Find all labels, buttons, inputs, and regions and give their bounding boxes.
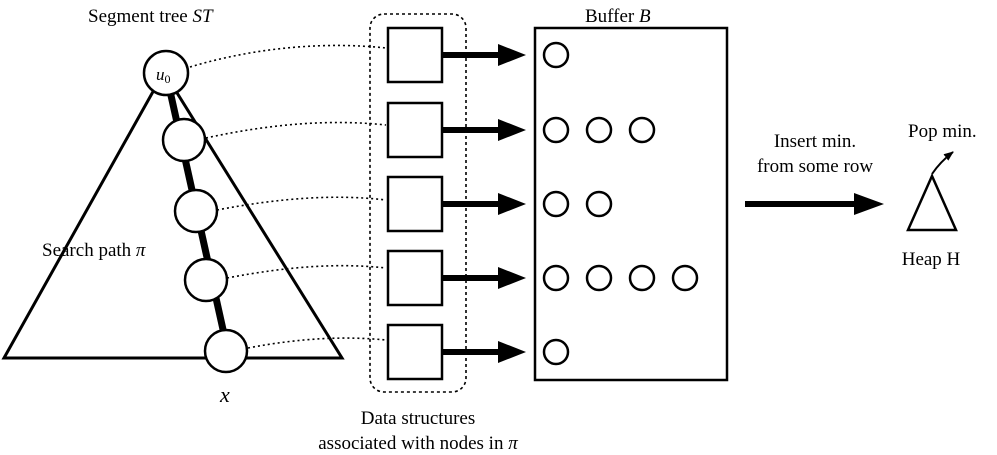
data-structure-box [386,26,444,84]
box-to-buffer-arrows [442,44,526,363]
tree-node [161,117,207,163]
segment-tree-title-text: Segment tree [88,6,192,27]
buffer-items [542,41,699,366]
search-path-label-text: Search path [42,240,136,261]
data-structure-box [386,175,444,233]
leaf-label: x [219,382,230,407]
buffer-item [671,264,699,292]
arrow-row-2 [442,119,526,141]
connector-node-1 [205,121,387,139]
search-path-label: Search path π [42,240,146,261]
root-node-label-subscript: 0 [165,72,171,86]
buffer-item [628,264,656,292]
root-node-label: u0 [156,65,171,86]
search-path-label-symbol: π [136,240,146,261]
pop-arrow [931,151,954,175]
buffer-item [542,338,570,366]
data-structures-label-line2-symbol: π [508,433,518,454]
segment-tree: Segment tree ST u0 Search path π x [1,6,387,407]
buffer-item [542,41,570,69]
buffer-item [585,264,613,292]
segment-tree-title-symbol: ST [192,6,214,27]
data-structures-label-line2: associated with nodes in π [318,433,518,454]
search-path-nodes [142,49,249,374]
pop-label: Pop min. [908,121,977,142]
buffer-item [628,116,656,144]
buffer: Buffer B [533,6,729,382]
data-structure-boxes [386,26,444,381]
tree-node [183,257,229,303]
tree-node-root [142,49,190,97]
buffer-item [585,116,613,144]
tree-node-leaf [203,328,249,374]
data-structure-box [386,249,444,307]
connector-node-3 [226,264,387,279]
buffer-item [542,264,570,292]
data-structures-label-line1: Data structures [361,408,475,429]
tree-node [173,188,219,234]
arrow-row-5 [442,341,526,363]
connector-node-2 [216,196,387,211]
connector-node-4 [247,337,387,349]
data-structures-label-line2-text: associated with nodes in [318,433,508,454]
insert-label-line1: Insert min. [774,131,856,152]
buffer-title-text: Buffer [585,6,639,27]
heap-triangle [906,172,958,232]
insert-arrow: Insert min. from some row [745,131,884,215]
insert-arrow-head [854,193,884,215]
arrow-row-3 [442,193,526,215]
buffer-item [542,190,570,218]
buffer-item [542,116,570,144]
insert-label-line2: from some row [757,156,873,177]
heap: Pop min. Heap H [902,121,977,270]
segment-tree-triangle [1,69,345,360]
data-structure-box [386,323,444,381]
buffer-item [585,190,613,218]
buffer-title: Buffer B [585,6,651,27]
segment-tree-title: Segment tree ST [88,6,214,27]
connector-root [189,44,387,68]
heap-label: Heap H [902,249,961,270]
root-node-label-main: u [156,65,165,84]
arrow-row-1 [442,44,526,66]
arrow-row-4 [442,267,526,289]
buffer-title-symbol: B [639,6,651,27]
data-structure-box [386,101,444,159]
data-structures: Data structures associated with nodes in… [318,13,526,454]
node-connectors [189,44,387,349]
